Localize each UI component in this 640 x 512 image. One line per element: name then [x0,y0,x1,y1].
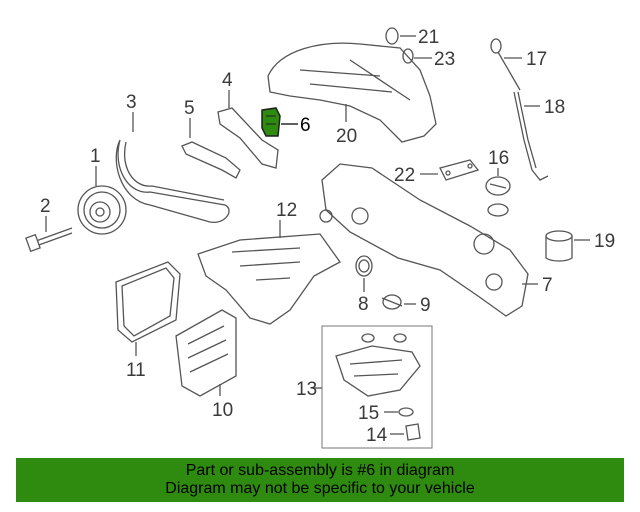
part-21-o-ring: 21 [385,27,439,48]
callout-21[interactable]: 21 [418,27,439,48]
part-10-cam-cover: 10 [175,309,237,421]
part-23-o-ring: 23 [402,48,455,70]
callout-8[interactable]: 8 [358,294,369,315]
part-15-washer: 15 [358,403,414,424]
part-20-intake-manifold: 20 [267,42,437,147]
callout-17[interactable]: 17 [526,49,547,70]
part-14-drain-plug: 14 [366,423,421,446]
callout-22[interactable]: 22 [394,165,415,186]
part-2-pulley-bolt: 2 [25,196,73,253]
callout-4[interactable]: 4 [222,70,233,91]
part-5-tensioner-lever: 5 [181,98,241,179]
callout-2[interactable]: 2 [40,196,51,217]
part-16-filler-cap: 16 [485,148,511,217]
callout-14[interactable]: 14 [366,425,388,446]
callout-19[interactable]: 19 [594,231,615,252]
part-4-chain-guide: 4 [217,70,279,169]
part-17-dipstick: 17 [490,38,547,91]
callout-5[interactable]: 5 [184,98,195,119]
callout-3[interactable]: 3 [126,92,137,113]
callout-9[interactable]: 9 [420,295,431,316]
part-9-sensor: 9 [381,294,431,316]
notice-line-2: Diagram may not be specific to your vehi… [165,480,475,497]
callout-11[interactable]: 11 [126,360,146,381]
part-8-seal: 8 [355,255,373,315]
callout-1[interactable]: 1 [90,146,101,167]
callout-15[interactable]: 15 [358,403,379,424]
callout-10[interactable]: 10 [212,400,233,421]
part-7-timing-cover: 7 [319,163,553,317]
diagram-notice-banner: Part or sub-assembly is #6 in diagram Di… [16,458,624,502]
parts-diagram: 1 2 3 4 5 6 20 [25,27,615,449]
part-1-crank-pulley: 1 [77,146,127,235]
callout-23[interactable]: 23 [434,49,455,70]
callout-16[interactable]: 16 [488,148,509,169]
callout-20[interactable]: 20 [336,126,357,147]
notice-line-1: Part or sub-assembly is #6 in diagram [185,462,455,479]
part-19-oil-filter: 19 [545,230,615,262]
callout-7[interactable]: 7 [542,275,553,296]
part-3-drive-belt: 3 [115,92,230,223]
callout-12[interactable]: 12 [276,200,297,221]
part-6-highlighted[interactable]: 6 [261,107,311,137]
part-18-dipstick-tube: 18 [513,91,565,181]
part-13-oil-pan-group: 13 [296,325,433,449]
callout-18[interactable]: 18 [544,97,565,118]
part-22-gasket: 22 [394,159,480,186]
part-11-gasket: 11 [115,261,181,381]
callout-13[interactable]: 13 [296,379,317,400]
part-12-oil-pan-upper: 12 [197,200,341,325]
callout-6[interactable]: 6 [300,115,311,136]
